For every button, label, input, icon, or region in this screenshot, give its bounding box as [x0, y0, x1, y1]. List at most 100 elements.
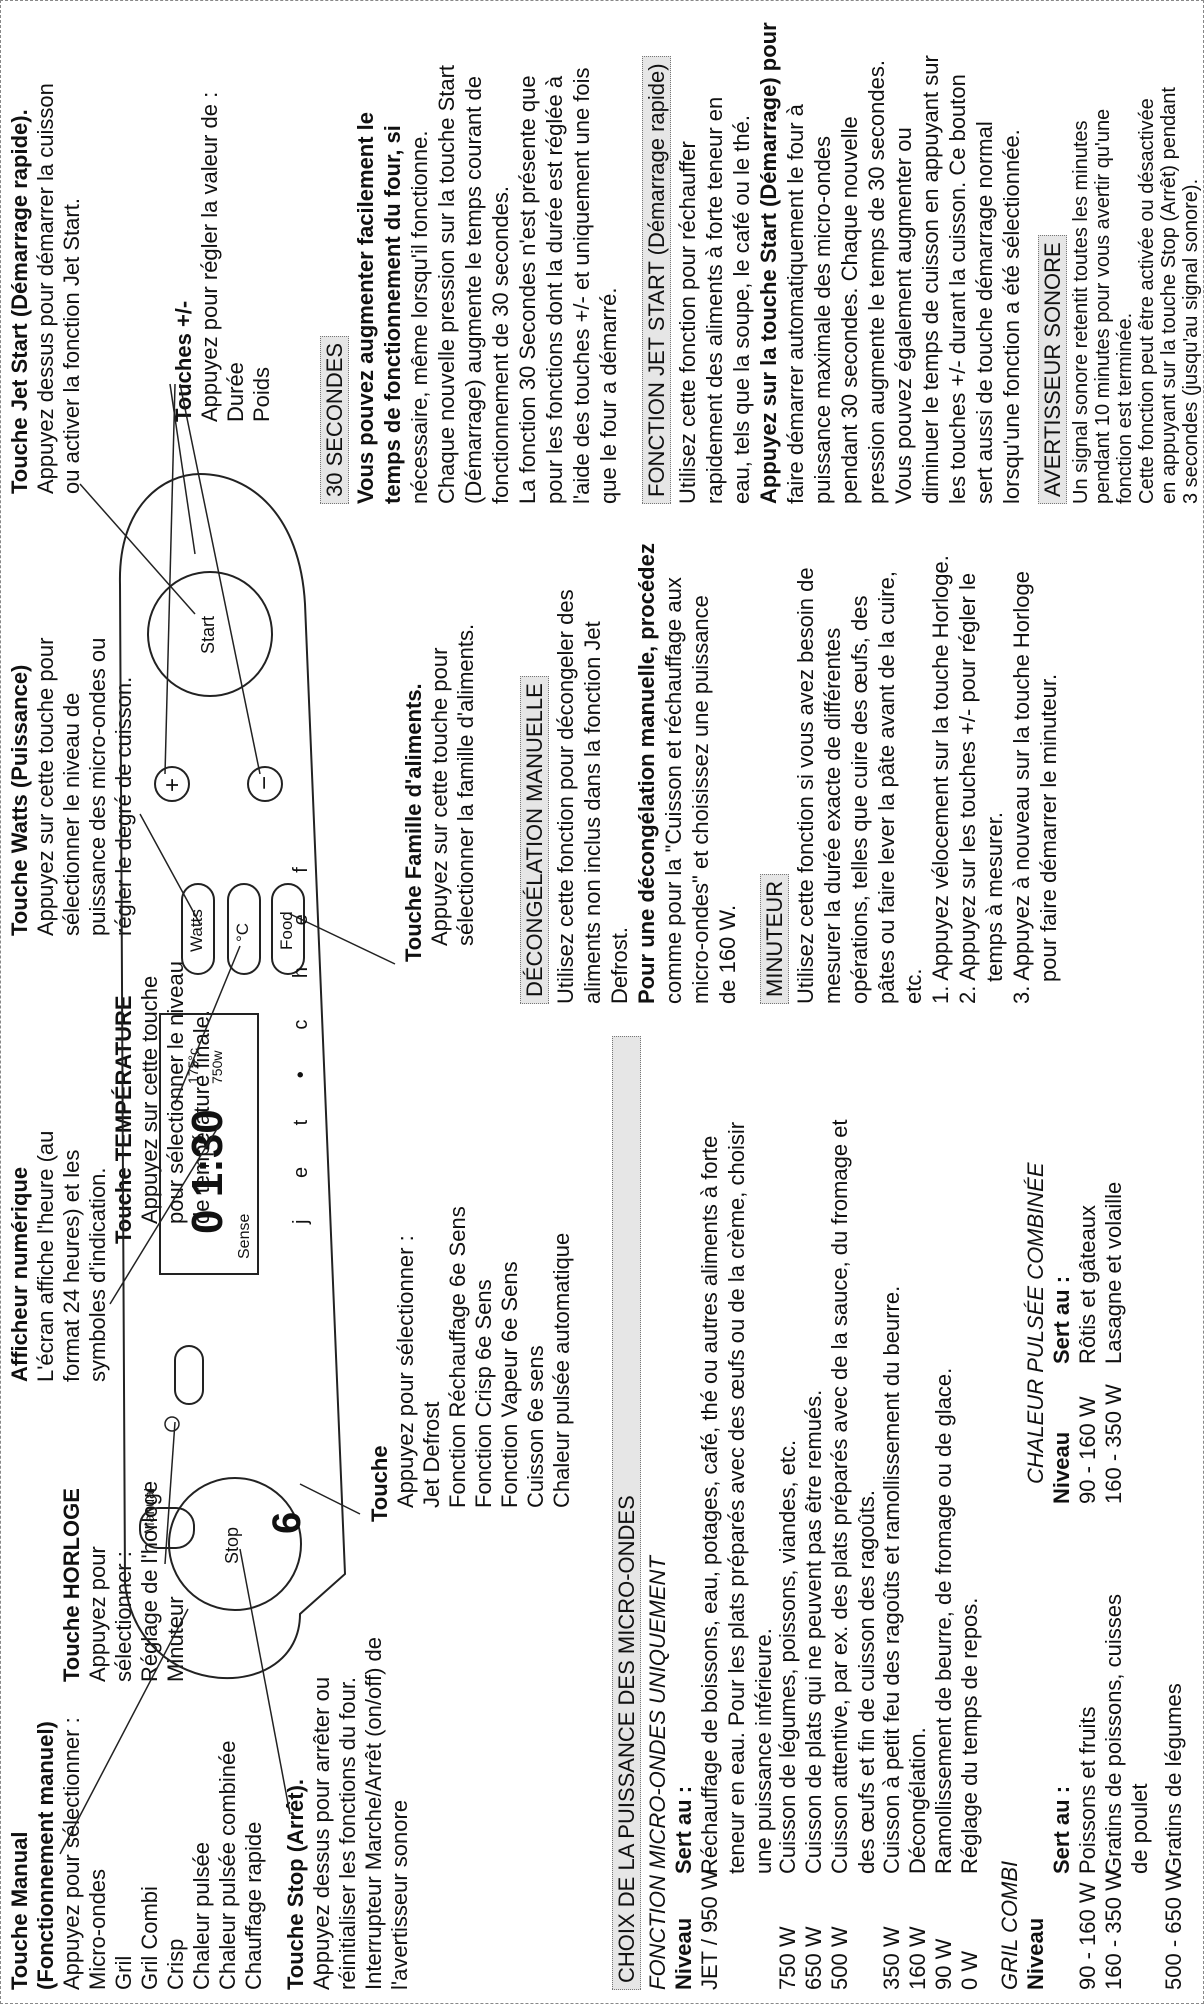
gril-use: Gratins de légumes [1161, 1683, 1186, 1874]
minuteur-step: 1. Appuyez vélocement sur la touche Horl… [928, 555, 953, 1004]
gril-niveau-label: Niveau [1023, 1917, 1048, 1990]
pointer-line [79, 483, 196, 615]
jet-line: pression augmente le temps de 30 seconde… [864, 60, 889, 504]
watts-button-label[interactable]: Watts [187, 909, 206, 952]
pointer-line [164, 383, 176, 775]
decong-header: DÉCONGÉLATION MANUELLE [520, 676, 549, 1004]
pointer-line [289, 913, 396, 965]
niveau-label: Niveau [671, 1917, 696, 1990]
level-cell: 90 W [931, 1938, 956, 1990]
pointer-line [174, 945, 241, 1105]
pointer-line [299, 1483, 361, 1515]
jet-body: Utilisez cette fonction pour réchauffer … [674, 22, 1025, 504]
start-button-ring [147, 571, 273, 697]
avert-body: Un signal sonore retentit toutes les min… [1070, 87, 1202, 504]
use-line: une puissance inférieure. [751, 1628, 776, 1874]
decong-body: Utilisez cette fonction pour décongeler … [552, 543, 741, 1004]
sixth-sense-logo: 6 [265, 1512, 309, 1534]
level-cell: 750 W [775, 1926, 800, 1990]
jet-chef-letters: j e t • c h e f [290, 849, 312, 1224]
chaleur-title: CHALEUR PULSÉE COMBINÉE [1023, 1162, 1048, 1484]
jet-line: Utilisez cette fonction pour réchauffer [675, 141, 700, 504]
watts-button-shape [181, 883, 215, 975]
jet-line: diminuer le temps de cuisson en appuyant… [918, 55, 943, 504]
food-button-shape [271, 883, 305, 975]
stop-button-ring [168, 1477, 302, 1611]
decong-line: micro-ondes" et choisissez une puissance [688, 595, 713, 1004]
avert-line: 3 secondes (jusqu'au signal sonore). [1180, 178, 1202, 504]
microwave-header: CHOIX DE LA PUISSANCE DES MICRO-ONDES [612, 1036, 641, 1990]
use-cell: Cuisson attentive, par ex. des plats pré… [826, 1119, 880, 1874]
gril-level: 500 - 650 W [1161, 1870, 1186, 1990]
minuteur-line: opérations, telles que cuire des œufs, d… [847, 595, 872, 1004]
minuteur-line: mesurer la durée exacte de différentes [820, 627, 845, 1004]
use-line: Réchauffage de boissons, eau, potages, c… [697, 1135, 722, 1874]
jet-line: Vous pouvez également augmenter ou [891, 127, 916, 504]
manual-button-label[interactable]: Manual [141, 1488, 157, 1534]
gril-sert-label: Sert au : [1049, 1785, 1074, 1874]
minus-glyph: − [251, 776, 278, 790]
trente-line: La fonction 30 Secondes n'est présente q… [515, 75, 540, 504]
avert-line: en appuyant sur la touche Stop (Arrêt) p… [1158, 87, 1180, 504]
temp-button-label[interactable]: °C [233, 922, 252, 942]
trente-line: Chaque nouvelle pression sur la touche S… [434, 64, 459, 504]
avert-line: pendant 10 minutes pour vous avertir qu'… [1092, 108, 1114, 504]
jet-line: faire démarrer automatiquement le four à [783, 104, 808, 504]
plus-button-shape [154, 766, 190, 802]
temp-button-shape [227, 883, 261, 975]
gril-use: Poissons et fruits [1075, 1706, 1100, 1874]
use-line: Ramollissement de beurre, de fromage ou … [931, 1367, 956, 1874]
chaleur-level: 90 - 160 W [1075, 1396, 1100, 1504]
display-watts-text: 750w [209, 1050, 225, 1084]
decong-line: comme pour la "Cuisson et réchauffage au… [661, 577, 686, 1004]
use-line: Cuisson de plats qui ne peuvent pas être… [801, 1389, 826, 1874]
decong-line: de 160 W. [715, 904, 740, 1004]
decong-line: aliments non inclus dans la fonction Jet [580, 621, 605, 1004]
display-temp-text: 175°c [185, 1048, 201, 1084]
jet-header: FONCTION JET START (Démarrage rapide) [642, 56, 671, 504]
minuteur-step: 3. Appuyez à nouveau sur la touche Horlo… [1009, 571, 1034, 1004]
avert-line: fonction est terminée. [1114, 312, 1136, 504]
avert-line: Cette fonction peut être activée ou désa… [1136, 98, 1158, 504]
level-cell: 160 W [905, 1926, 930, 1990]
minuteur-line: Utilisez cette fonction si vous avez bes… [793, 567, 818, 1004]
trente-line: (Démarrage) augmente le temps courant de [461, 76, 486, 504]
jet-line: lorsqu'une fonction a été sélectionnée. [999, 129, 1024, 504]
avert-line: Un signal sonore retentit toutes les min… [1070, 120, 1092, 504]
start-button-label[interactable]: Start [198, 615, 218, 654]
jet-line: pendant 30 secondes. Chaque nouvelle [837, 116, 862, 504]
use-line: Cuisson de légumes, poissons, viandes, e… [775, 1439, 800, 1874]
stop-button-label[interactable]: Stop [222, 1526, 242, 1564]
decong-line: Defrost. [607, 926, 632, 1004]
level-cell: 500 W [827, 1926, 852, 1990]
trente-line: Vous pouvez augmenter facilement le [353, 111, 378, 504]
minuteur-body: Utilisez cette fonction si vous avez bes… [792, 555, 1062, 1004]
panel-outline [118, 472, 347, 1680]
jet-line: eau, tels que la soupe, le café ou le th… [729, 115, 754, 504]
jet-line: Appuyez sur la touche Start (Démarrage) … [756, 22, 781, 504]
minuteur-step: 2. Appuyez sur les touches +/- pour régl… [955, 572, 980, 1004]
trente-body: Vous pouvez augmenter facilement le temp… [352, 65, 622, 504]
pointer-line [59, 1608, 189, 1855]
trente-header: 30 SECONDES [320, 335, 349, 504]
use-line: Décongélation. [905, 1727, 930, 1874]
minus-button-shape [247, 766, 283, 802]
sert-au-label: Sert au : [671, 1785, 696, 1874]
trente-line: fonctionnement de 30 secondes. [488, 185, 513, 504]
jet-line: puissance maximale des micro-ondes [810, 135, 835, 504]
minuteur-header: MINUTEUR [760, 873, 789, 1004]
gril-use: de poulet [1127, 1783, 1152, 1874]
minuteur-line: etc. [901, 968, 926, 1004]
manual-button-shape [139, 1507, 195, 1549]
use-line: teneur en eau. Pour les plats préparés a… [724, 1121, 749, 1874]
use-line: Cuisson à petit feu des ragoûts et ramol… [879, 1285, 904, 1874]
level-cell: 0 W [957, 1950, 982, 1990]
use-cell: Réchauffage de boissons, eau, potages, c… [696, 1122, 777, 1874]
use-line: Réglage du temps de repos. [957, 1597, 982, 1874]
level-cell: 350 W [879, 1926, 904, 1990]
level-cell: 650 W [801, 1926, 826, 1990]
decong-line: Utilisez cette fonction pour décongeler … [553, 589, 578, 1004]
gril-level: 90 - 160 W [1075, 1882, 1100, 1990]
